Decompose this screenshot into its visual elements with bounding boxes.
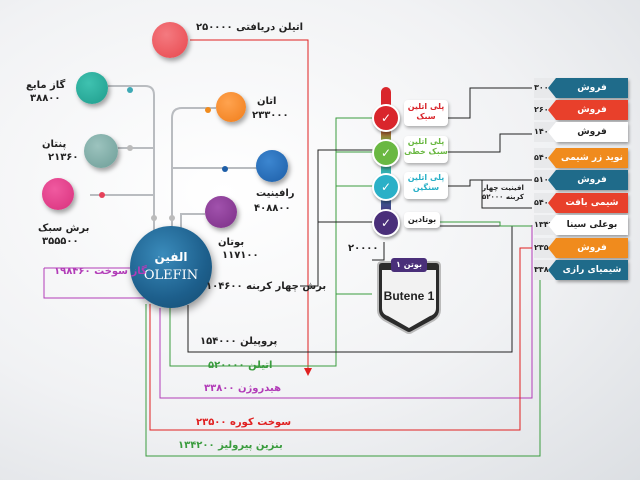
c4-note: افینیت چهار کربنه ۵۲۰۰۰ [482,184,524,201]
feed-raffinate-value: ۴۰۸۸۰۰ [254,203,291,214]
ldpe-check-icon: ✓ [372,104,400,132]
feed-light-cut-circle [42,178,74,210]
feed-ethane-circle [216,92,246,122]
company-tag-2: فروش [548,122,628,142]
feed-pentane-label: پنتان [42,139,67,150]
feed-lpg-label: گاز مایع [26,80,66,91]
lldpe-label: پلی اتلین سبک خطی [404,136,448,163]
company-tag-6: بوعلی سینا [548,215,628,235]
feed-ethane-received-label: اتیلن دریافتی ۲۵۰۰۰۰ [196,22,304,33]
product-hydrogen: هیدروژن ۳۳۸۰۰ [204,383,282,394]
butadiene-check-icon: ✓ [372,209,400,237]
feed-butane-circle [205,196,237,228]
product-fuel-gas: گاز سوخت ۱۹۸۴۶۰ [54,266,147,277]
butadiene-value: ۲۰۰۰۰ [348,243,379,254]
feed-light-cut-label: برش سبک [38,223,90,234]
company-tag-8: شیمیای رازی [548,260,628,280]
butene-label-fa: بوتن ۱ [396,260,422,269]
butene-badge [377,258,441,334]
hub-label-fa: الفین [154,250,188,264]
feed-light-cut-value: ۳۵۵۵۰۰ [42,236,79,247]
company-tag-3: نوید زر شیمی [548,148,628,168]
feed-butane-value: ۱۱۷۱۰۰ [222,250,259,261]
feed-raffinate-label: رافینیت [256,188,295,199]
company-tag-5: شیمی بافت [548,193,628,213]
butadiene-label: بوتادین [404,212,440,228]
feed-pentane-circle [84,134,118,168]
feed-butane-label: بوتان [218,237,245,248]
feed-pentane-value: ۲۱۳۶۰ [48,152,79,163]
product-propylene: پروپیلن ۱۵۴۰۰۰ [200,336,278,347]
company-tag-1: فروش [548,100,628,120]
ldpe-label: پلی اتلین سبک [404,100,448,126]
feed-raffinate-circle [256,150,288,182]
product-pyrolysis-gasoline: بنزین پیرولیز ۱۳۴۲۰۰ [178,440,283,451]
lldpe-check-icon: ✓ [372,139,400,167]
feed-ethane-value: ۲۳۳۰۰۰ [252,110,289,121]
feed-lpg-circle [76,72,108,104]
company-tag-4: فروش [548,170,628,190]
company-tag-7: فروش [548,238,628,258]
feed-ethane-received-circle [152,22,188,58]
olefin-hub: الفین OLEFIN [130,226,212,308]
hdpe-check-icon: ✓ [372,173,400,201]
feed-lpg-value: ۳۸۸۰۰ [30,93,61,104]
hdpe-label: پلی اتلین سنگین [404,172,448,199]
product-c4-cut: برش چهار کربنه ۱۰۴۶۰۰ [206,281,327,292]
company-tag-0: فروش [548,78,628,98]
feed-ethane-label: اتان [257,96,277,107]
product-fuel-oil: سوخت کوره ۲۳۵۰۰ [196,417,292,428]
product-ethylene: اتیلن ۵۲۰۰۰۰ [208,360,273,371]
hub-label-en: OLEFIN [143,268,199,283]
butene-label-en: Butene 1 [383,289,435,303]
